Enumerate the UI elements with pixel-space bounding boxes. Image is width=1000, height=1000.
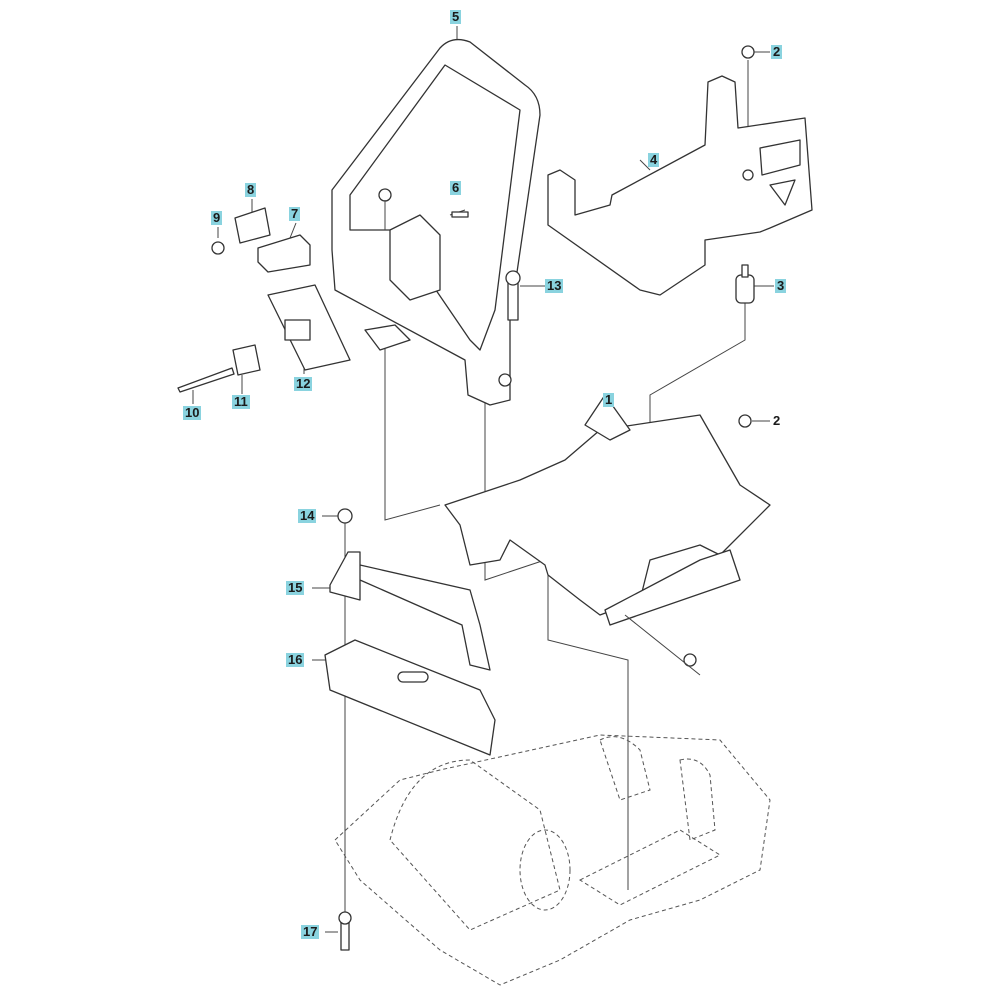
- callout-14[interactable]: 14: [298, 508, 317, 523]
- callout-15[interactable]: 15: [286, 580, 305, 595]
- callout-5[interactable]: 5: [450, 9, 462, 24]
- callout-8[interactable]: 8: [245, 182, 257, 197]
- hardware-bottom-left: [324, 508, 496, 951]
- callout-16[interactable]: 16: [286, 652, 305, 667]
- part-2-nut: [738, 414, 752, 428]
- part-3-rubber-mount: [735, 274, 755, 304]
- callout-11[interactable]: 11: [232, 394, 250, 409]
- part-14-nut: [337, 508, 353, 524]
- part-11-plate: [232, 344, 261, 376]
- callout-10[interactable]: 10: [183, 405, 202, 420]
- part-6-screw: [451, 211, 469, 218]
- callout-17[interactable]: 17: [301, 924, 320, 939]
- part-9-nut: [211, 241, 225, 255]
- callout-2-lower[interactable]: 2: [773, 413, 781, 428]
- callout-1[interactable]: 1: [603, 392, 615, 407]
- part-10-bolt: [177, 367, 235, 393]
- part-1-base-plate: [444, 394, 771, 676]
- hardware-left: [177, 207, 351, 393]
- part-13-bolt: [507, 279, 519, 321]
- ghosted-base-assembly: [334, 734, 771, 986]
- callout-12[interactable]: 12: [294, 376, 313, 391]
- callout-4[interactable]: 4: [648, 152, 660, 167]
- part-15-brace: [329, 551, 491, 671]
- part-8-plate: [234, 207, 271, 244]
- callout-9[interactable]: 9: [211, 210, 223, 225]
- part-16-rail: [324, 639, 496, 756]
- part-2-nut-top: [741, 45, 755, 59]
- hardware-top: [451, 45, 755, 428]
- part-7-clip: [257, 234, 311, 273]
- callout-2[interactable]: 2: [771, 44, 783, 59]
- callout-13[interactable]: 13: [545, 278, 564, 293]
- part-4-bracket: [547, 75, 813, 296]
- part-5-handle-frame: [331, 38, 541, 406]
- callout-3[interactable]: 3: [775, 278, 787, 293]
- callout-6[interactable]: 6: [450, 180, 462, 195]
- callout-7[interactable]: 7: [289, 206, 301, 221]
